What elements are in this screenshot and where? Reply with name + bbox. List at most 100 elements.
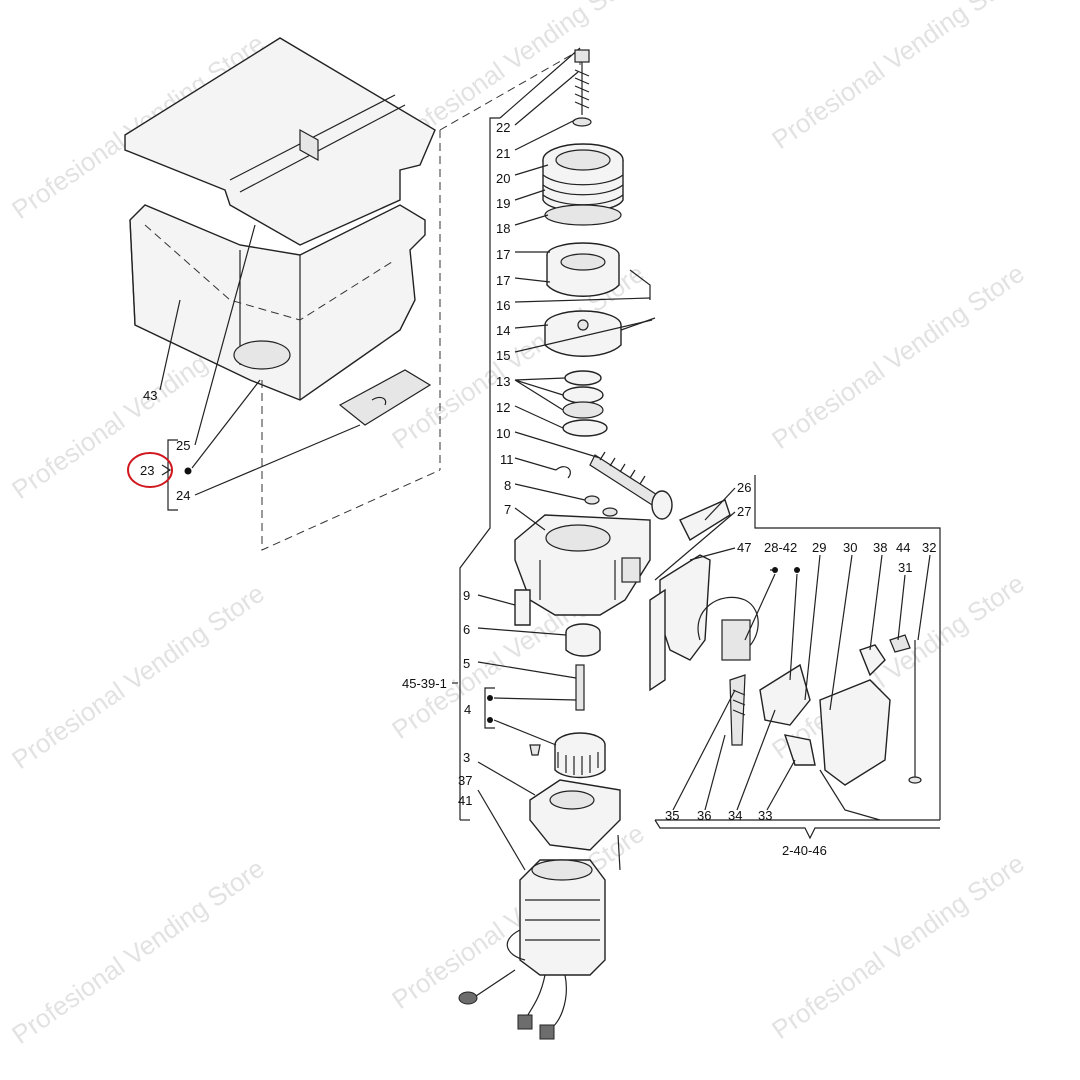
cover-screw xyxy=(617,834,621,871)
carrier-screw xyxy=(620,317,656,331)
hopper-hidden-edge xyxy=(144,224,396,321)
part-label-24: 24 xyxy=(176,488,190,503)
part-label-44: 44 xyxy=(896,540,910,555)
leader-7 xyxy=(514,507,546,531)
part-label-35: 35 xyxy=(665,808,679,823)
worm-gear xyxy=(651,490,673,520)
hopper-lid xyxy=(124,37,436,246)
leader-13 xyxy=(514,377,566,411)
part-label-31: 31 xyxy=(898,560,912,575)
part-label-2-40-46: 2-40-46 xyxy=(782,843,827,858)
watermark-text: Profesional Vending Store xyxy=(766,848,1029,1045)
burr-carrier-body xyxy=(544,325,622,357)
leader-3 xyxy=(477,761,536,796)
adjust-screw-head xyxy=(574,49,590,63)
bracket-4 xyxy=(484,687,495,729)
leader-17b xyxy=(514,277,551,283)
bullet-4a xyxy=(487,695,493,701)
seal-ring xyxy=(562,419,608,437)
part-label-22: 22 xyxy=(496,120,510,135)
part-label-11: 11 xyxy=(500,452,514,467)
connector xyxy=(517,1014,533,1030)
leader-18 xyxy=(514,214,549,226)
housing-port xyxy=(621,557,641,583)
highlight-circle xyxy=(127,452,173,488)
bushing-9 xyxy=(514,589,531,626)
leader-29 xyxy=(804,554,821,701)
part-label-30: 30 xyxy=(843,540,857,555)
part-label-33: 33 xyxy=(758,808,772,823)
part-label-16: 16 xyxy=(496,298,510,313)
leader-14 xyxy=(514,324,549,329)
part-label-3: 3 xyxy=(463,750,470,765)
bracket-47 xyxy=(659,554,711,661)
drive-gear-4-body xyxy=(554,745,606,779)
part-label-21: 21 xyxy=(496,146,510,161)
switch-assembly xyxy=(649,499,922,821)
spring-clip xyxy=(629,269,651,300)
washer-8 xyxy=(584,495,600,505)
hopper-edge xyxy=(129,219,136,326)
leader-4b xyxy=(493,719,557,746)
lever-34 xyxy=(759,663,811,726)
part-label-43: 43 xyxy=(143,388,157,403)
leader-47 xyxy=(689,547,736,561)
leader-16 xyxy=(514,297,651,303)
motor-wire xyxy=(524,974,546,1021)
leader-8 xyxy=(514,483,586,501)
bullet-42 xyxy=(794,567,800,573)
part-label-37: 37 xyxy=(458,773,472,788)
leader-21 xyxy=(514,119,576,151)
bullet-28 xyxy=(772,567,778,573)
part-label-10: 10 xyxy=(496,426,510,441)
watermark-text: Profesional Vending Store xyxy=(386,818,649,1015)
leader-10 xyxy=(514,431,601,459)
arrow-23 xyxy=(161,464,172,476)
leader-9 xyxy=(477,594,516,606)
circlip xyxy=(555,466,571,479)
part-label-38: 38 xyxy=(873,540,887,555)
bullet-23 xyxy=(184,467,192,475)
bearing-bottom xyxy=(562,401,604,419)
part-label-27: 27 xyxy=(737,504,751,519)
microswitch xyxy=(721,619,751,661)
leader-24 xyxy=(194,424,361,496)
housing-bore xyxy=(545,524,611,552)
gear-screw xyxy=(529,744,541,756)
leader-6 xyxy=(477,627,567,636)
worm-thread xyxy=(599,451,646,485)
leader-34 xyxy=(736,709,776,811)
leader-35 xyxy=(672,689,736,811)
part-label-23: 23 xyxy=(140,463,154,478)
grinder-stack-bracket-top xyxy=(499,47,581,119)
grinder-stack-bracket xyxy=(459,117,500,820)
bearing-middle xyxy=(562,386,604,404)
part-label-15: 15 xyxy=(496,348,510,363)
leader-15 xyxy=(514,319,653,353)
connector xyxy=(539,1024,555,1040)
leader-22 xyxy=(514,71,579,126)
part-label-4: 4 xyxy=(464,702,471,717)
leader-30 xyxy=(829,554,853,711)
leader-38 xyxy=(869,554,883,651)
lid-groove xyxy=(239,104,406,193)
leader-27 xyxy=(654,511,736,581)
housing-edge xyxy=(539,560,616,600)
carrier-hub xyxy=(577,319,589,331)
watermark-text: Profesional Vending Store xyxy=(766,0,1029,155)
spring-35 xyxy=(729,674,746,746)
bracket-47-side xyxy=(649,588,666,692)
upper-burr-inner xyxy=(555,149,611,171)
part-label-26: 26 xyxy=(737,480,751,495)
leader-26 xyxy=(704,487,736,521)
part-label-47: 47 xyxy=(737,540,751,555)
part-label-12: 12 xyxy=(496,400,510,415)
gear-teeth xyxy=(557,752,599,775)
leader-20 xyxy=(514,164,549,176)
hopper-outlet xyxy=(233,340,291,370)
hopper-assembly xyxy=(124,37,581,551)
screw-32-head xyxy=(908,776,922,784)
shutter-slot xyxy=(371,396,387,406)
part-label-6: 6 xyxy=(463,622,470,637)
leader-4a xyxy=(493,697,577,701)
